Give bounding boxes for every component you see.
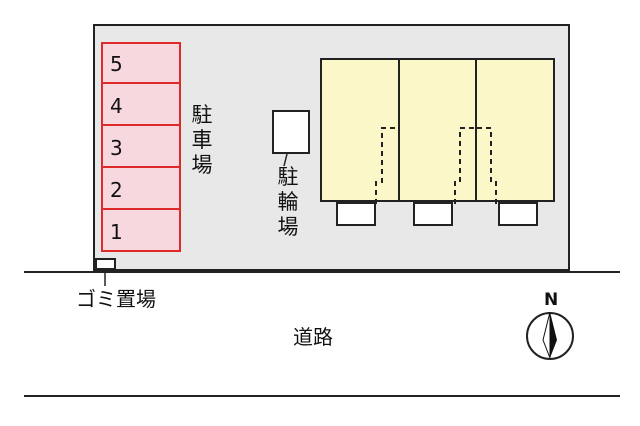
compass-north-label: N (544, 290, 559, 310)
dashed-path-unit-2 (454, 127, 476, 204)
parking-label-char: 車 (191, 128, 213, 152)
parking-label: 駐 車 場 (190, 103, 214, 178)
road-edge-top (24, 271, 620, 273)
parking-space-1: 1 (103, 212, 179, 252)
road-label: 道路 (293, 325, 333, 349)
parking-space-4: 4 (103, 86, 179, 126)
parking-space-number: 2 (110, 178, 123, 202)
garbage-area-label: ゴミ置場 (76, 287, 156, 311)
building-unit-1 (320, 58, 400, 202)
dashed-path-unit-3 (476, 127, 497, 204)
entrance-step-1 (336, 202, 376, 226)
entrance-step-2 (413, 202, 453, 226)
parking-label-char: 駐 (191, 103, 213, 127)
parking-space-number: 3 (110, 136, 123, 160)
parking-space-3: 3 (103, 128, 179, 168)
parking-space-5: 5 (103, 44, 179, 84)
bicycle-parking-box (272, 110, 310, 154)
bicycle-leader-line (283, 153, 288, 167)
building-unit-3 (475, 58, 555, 202)
bicycle-parking-label: 駐 輪 場 (276, 165, 300, 240)
parking-label-char: 場 (191, 153, 213, 177)
dashed-path-unit-1 (375, 127, 398, 204)
bicycle-label-char: 場 (277, 215, 299, 239)
parking-area: 5 4 3 2 1 (101, 42, 181, 252)
entrance-step-3 (498, 202, 538, 226)
compass-icon (526, 311, 574, 360)
parking-space-number: 1 (110, 220, 123, 244)
bicycle-label-char: 駐 (277, 165, 299, 189)
parking-space-number: 4 (110, 94, 123, 118)
bicycle-label-char: 輪 (277, 190, 299, 214)
parking-space-number: 5 (110, 52, 123, 76)
road-edge-bottom (24, 395, 620, 397)
parking-space-2: 2 (103, 170, 179, 210)
